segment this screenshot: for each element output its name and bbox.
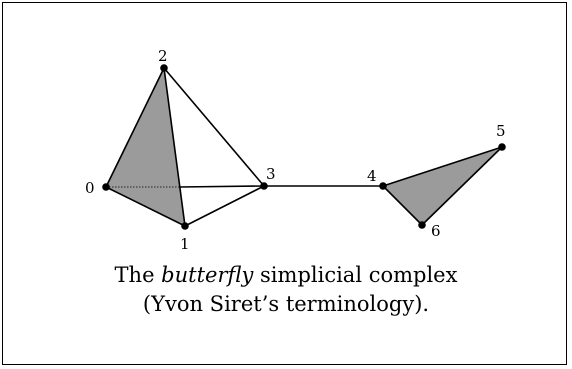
- vertex-1-dot: [181, 222, 189, 230]
- vertex-0-label: 0: [85, 179, 95, 197]
- vertex-6-dot: [418, 221, 426, 229]
- vertex-0-dot: [102, 183, 110, 191]
- caption-suffix: simplicial complex: [253, 263, 458, 287]
- edge-2-3: [163, 67, 265, 187]
- vertex-4-dot: [379, 182, 387, 190]
- vertex-5-dot: [498, 143, 506, 151]
- vertex-5-label: 5: [496, 122, 506, 140]
- vertex-4-label: 4: [367, 167, 377, 185]
- edge-1-2: [163, 67, 186, 227]
- edge-0-1: [105, 186, 186, 227]
- figure-caption: The butterfly simplicial complex (Yvon S…: [0, 261, 572, 319]
- caption-prefix: The: [114, 263, 162, 287]
- face-4-5-6: [383, 147, 502, 225]
- vertex-3-dot: [260, 182, 268, 190]
- edge-0-2: [105, 67, 165, 188]
- figure-frame: [2, 2, 567, 365]
- vertex-2-dot: [160, 64, 168, 72]
- edge-1-3: [184, 185, 265, 227]
- caption-italic-term: butterfly: [161, 263, 254, 287]
- face-0-1-2: [106, 68, 185, 226]
- caption-line-2: (Yvon Siret’s terminology).: [142, 292, 430, 316]
- edge-4-5: [382, 146, 503, 187]
- vertex-3-label: 3: [266, 165, 276, 183]
- vertex-1-label: 1: [180, 235, 190, 253]
- edge-4-6: [382, 185, 423, 226]
- edge-0-3: [178, 185, 265, 188]
- vertex-6-label: 6: [431, 222, 441, 240]
- vertex-2-label: 2: [158, 47, 168, 65]
- caption-line-1: The butterfly simplicial complex: [0, 261, 572, 290]
- edge-5-6: [421, 146, 503, 226]
